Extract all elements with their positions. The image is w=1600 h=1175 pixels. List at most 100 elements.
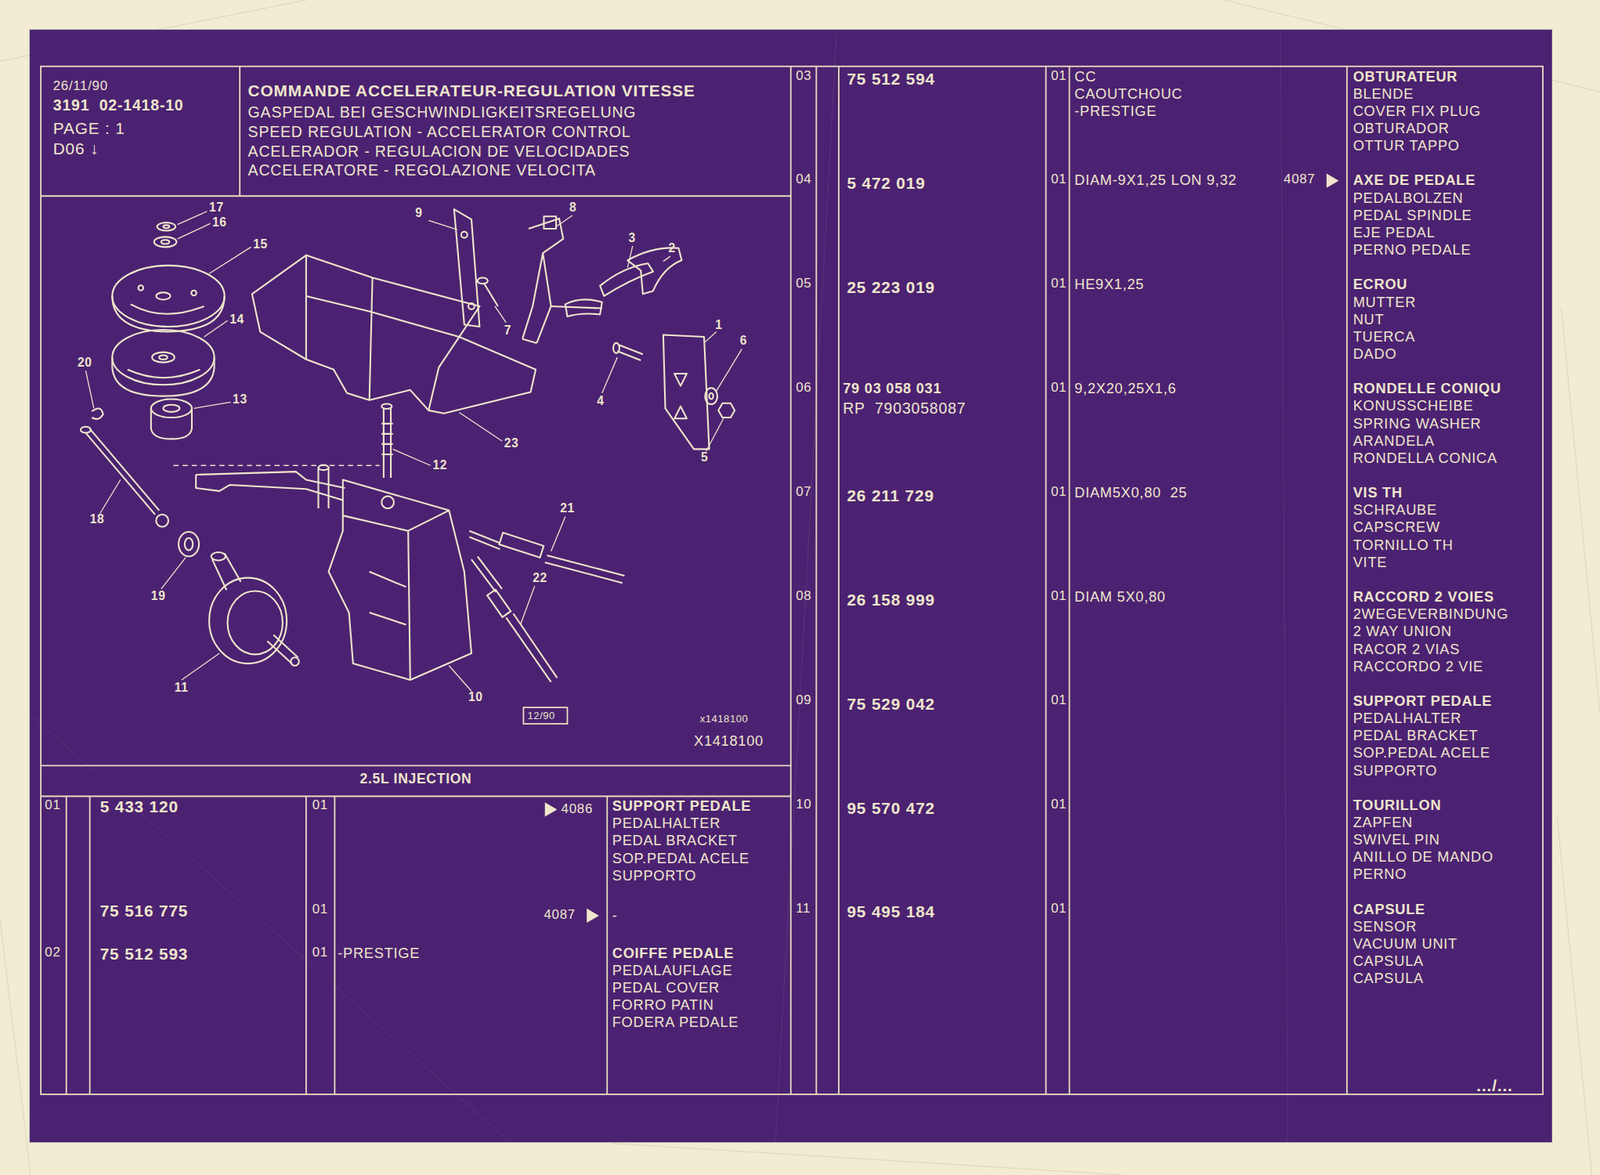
callout-number: 17 (209, 201, 224, 214)
designation-line: PEDALAUFLAGE (612, 963, 734, 978)
part-number: 75 529 042 (846, 696, 936, 713)
designation-head: ECROU (1353, 277, 1409, 292)
node-text: GASPEDAL BEI GESCHWINDLIGKEITSREGELUNG (248, 104, 637, 121)
note-cell: HE9X1,25 (1074, 277, 1145, 292)
callout-number: 6 (740, 334, 748, 347)
designation-line: FORRO PATIN (612, 997, 715, 1012)
item-number: 11 (795, 902, 811, 916)
part-number: 79 03 058 031 (842, 381, 942, 396)
designation-line: TORNILLO TH (1353, 538, 1454, 553)
designation-line: OTTUR TAPPO (1353, 138, 1460, 153)
designation-head: RACCORD 2 VOIES (1353, 589, 1495, 604)
part-number: 75 516 775 (100, 902, 189, 920)
node-text: PAGE : 1 (53, 120, 126, 138)
designation-line: CAPSULA (1353, 953, 1424, 968)
item-number: 06 (795, 381, 812, 395)
designation-head: AXE DE PEDALE (1353, 173, 1476, 188)
designation-head: CAPSULE (1353, 902, 1426, 917)
quantity-cell: 01 (1051, 69, 1067, 84)
designation-line: SCHRAUBE (1353, 502, 1438, 517)
quantity-cell: 01 (1051, 381, 1067, 395)
note-cell: DIAM5X0,80 25 (1074, 485, 1188, 500)
drawing-ref: x1418100 (700, 713, 748, 724)
part-number: 26 211 729 (846, 487, 934, 505)
quantity-cell: 01 (312, 798, 329, 813)
designation-head: OBTURATEUR (1353, 69, 1459, 84)
quantity-cell: 01 (312, 902, 329, 917)
item-number: 01 (44, 798, 61, 813)
designation-line: 2WEGEVERBINDUNG (1353, 606, 1509, 622)
callout-number: 11 (174, 681, 189, 694)
part-number: 95 495 184 (846, 903, 936, 921)
title-box: COMMANDE ACCELERATEUR-REGULATION VITESSE… (239, 66, 791, 196)
callout-number: 22 (532, 571, 548, 585)
note-cell: CAOUTCHOUC (1074, 86, 1183, 102)
item-number: 03 (795, 69, 812, 84)
node-text: 3191 02-1418-10 (53, 97, 185, 114)
designation-line: KONUSSCHEIBE (1353, 398, 1474, 413)
callout-number: 20 (77, 356, 93, 369)
callout-number: 9 (415, 206, 423, 220)
quantity-cell: 4087 (543, 908, 575, 922)
node-text: 2.5L INJECTION (40, 772, 791, 787)
designation-line: PERNO PEDALE (1353, 242, 1472, 257)
quantity-cell: 01 (312, 946, 329, 960)
callout-number: 18 (90, 512, 105, 526)
quantity-cell: 4086 (561, 802, 593, 817)
designation-line: OBTURADOR (1353, 121, 1450, 136)
node-text: COMMANDE ACCELERATEUR-REGULATION VITESSE (248, 83, 696, 100)
designation-line: PEDALBOLZEN (1353, 191, 1464, 206)
designation-line: SPRING WASHER (1353, 416, 1482, 431)
illustration-panel: X1418100 (40, 195, 791, 766)
designation-line: DADO (1353, 346, 1398, 362)
part-number: 26 158 999 (846, 592, 936, 609)
callout-number: 5 (700, 451, 708, 464)
designation-line: NUT (1353, 312, 1385, 327)
quantity-cell: 01 (1051, 902, 1067, 916)
note-cell: DIAM-9X1,25 LON 9,32 (1074, 173, 1237, 188)
designation-line: VITE (1353, 555, 1387, 570)
note-cell: 9,2X20,25X1,6 (1074, 381, 1177, 396)
designation-line: RACCORDO 2 VIE (1353, 659, 1484, 674)
callout-number: 3 (628, 231, 636, 245)
callout-number: 21 (559, 502, 575, 515)
callout-number: 14 (229, 313, 245, 326)
callout-number: 1 (715, 318, 723, 332)
designation-head: SUPPORT PEDALE (612, 798, 752, 813)
drawing-ref: 12/90 (527, 710, 556, 721)
designation-line: PEDALHALTER (612, 816, 721, 831)
part-number: 75 512 594 (846, 71, 936, 88)
designation-line: - (612, 908, 618, 923)
note-cell: CC (1074, 69, 1097, 84)
node-text: 26/11/90 (53, 79, 109, 94)
note-cell: -PRESTIGE (1074, 104, 1157, 119)
quantity-cell: 01 (1051, 693, 1067, 708)
node-text: ACELERADOR - REGULACION DE VELOCIDADES (248, 144, 631, 160)
designation-line: 2 WAY UNION (1353, 624, 1452, 639)
designation-line: COVER FIX PLUG (1353, 104, 1481, 119)
item-number: 08 (795, 589, 812, 604)
designation-head: VIS TH (1353, 485, 1403, 500)
header-box: 26/11/90 3191 02-1418-10PAGE : 1 D06 ↓ (40, 66, 240, 196)
designation-line: FODERA PEDALE (612, 1014, 740, 1030)
node-text: D06 ↓ (53, 140, 100, 158)
callout-number: 16 (212, 216, 228, 229)
node-text: X1418100 (693, 733, 764, 748)
callout-number: 19 (151, 589, 167, 603)
callout-number: 7 (504, 324, 512, 337)
item-number: 05 (795, 277, 812, 291)
callout-number: 13 (232, 393, 248, 406)
item-number: 07 (795, 485, 812, 499)
designation-line: ARANDELA (1353, 433, 1435, 448)
quantity-cell: 4087 (1283, 173, 1315, 187)
designation-head: RONDELLE CONIQU (1353, 381, 1502, 396)
part-number: 5 472 019 (846, 175, 925, 192)
designation-line: SOP.PEDAL ACELE (612, 851, 750, 866)
designation-head: SUPPORT PEDALE (1353, 693, 1492, 708)
part-number: .../... (1476, 1077, 1513, 1095)
quantity-cell: 01 (1051, 277, 1067, 291)
part-number: 95 570 472 (846, 800, 936, 817)
designation-line: BLENDE (1353, 86, 1414, 102)
callout-number: 10 (468, 690, 484, 704)
designation-line: TUERCA (1353, 329, 1416, 344)
